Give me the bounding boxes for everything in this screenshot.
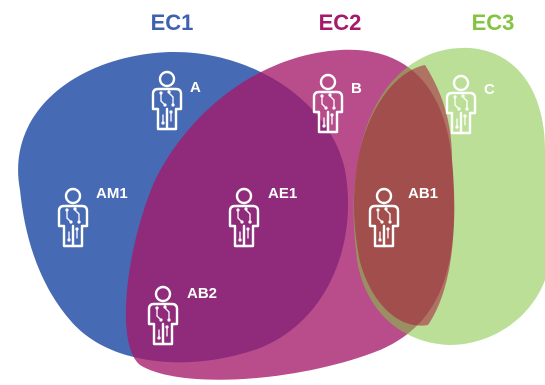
agent-ab2-label: AB2 [187,285,217,302]
agent-ae1-label: AE1 [268,185,297,202]
agent-a-label: A [190,79,201,96]
agent-c: C [445,74,495,135]
agent-ae1: AE1 [228,185,297,248]
agent-ab2: AB2 [147,285,217,346]
ec2-ec3-overlap [354,65,455,326]
agent-ab1-label: AB1 [408,185,438,202]
ec1-title: EC1 [151,10,194,35]
agent-am1: AM1 [57,185,128,248]
ec3-title: EC3 [472,10,515,35]
agent-am1-label: AM1 [96,185,128,202]
agent-c-label: C [484,81,495,98]
agent-a: A [151,70,201,131]
ec2-title: EC2 [319,10,362,35]
agent-ab1: AB1 [368,185,438,248]
agent-b-label: B [351,80,362,97]
agent-b: B [312,73,362,134]
